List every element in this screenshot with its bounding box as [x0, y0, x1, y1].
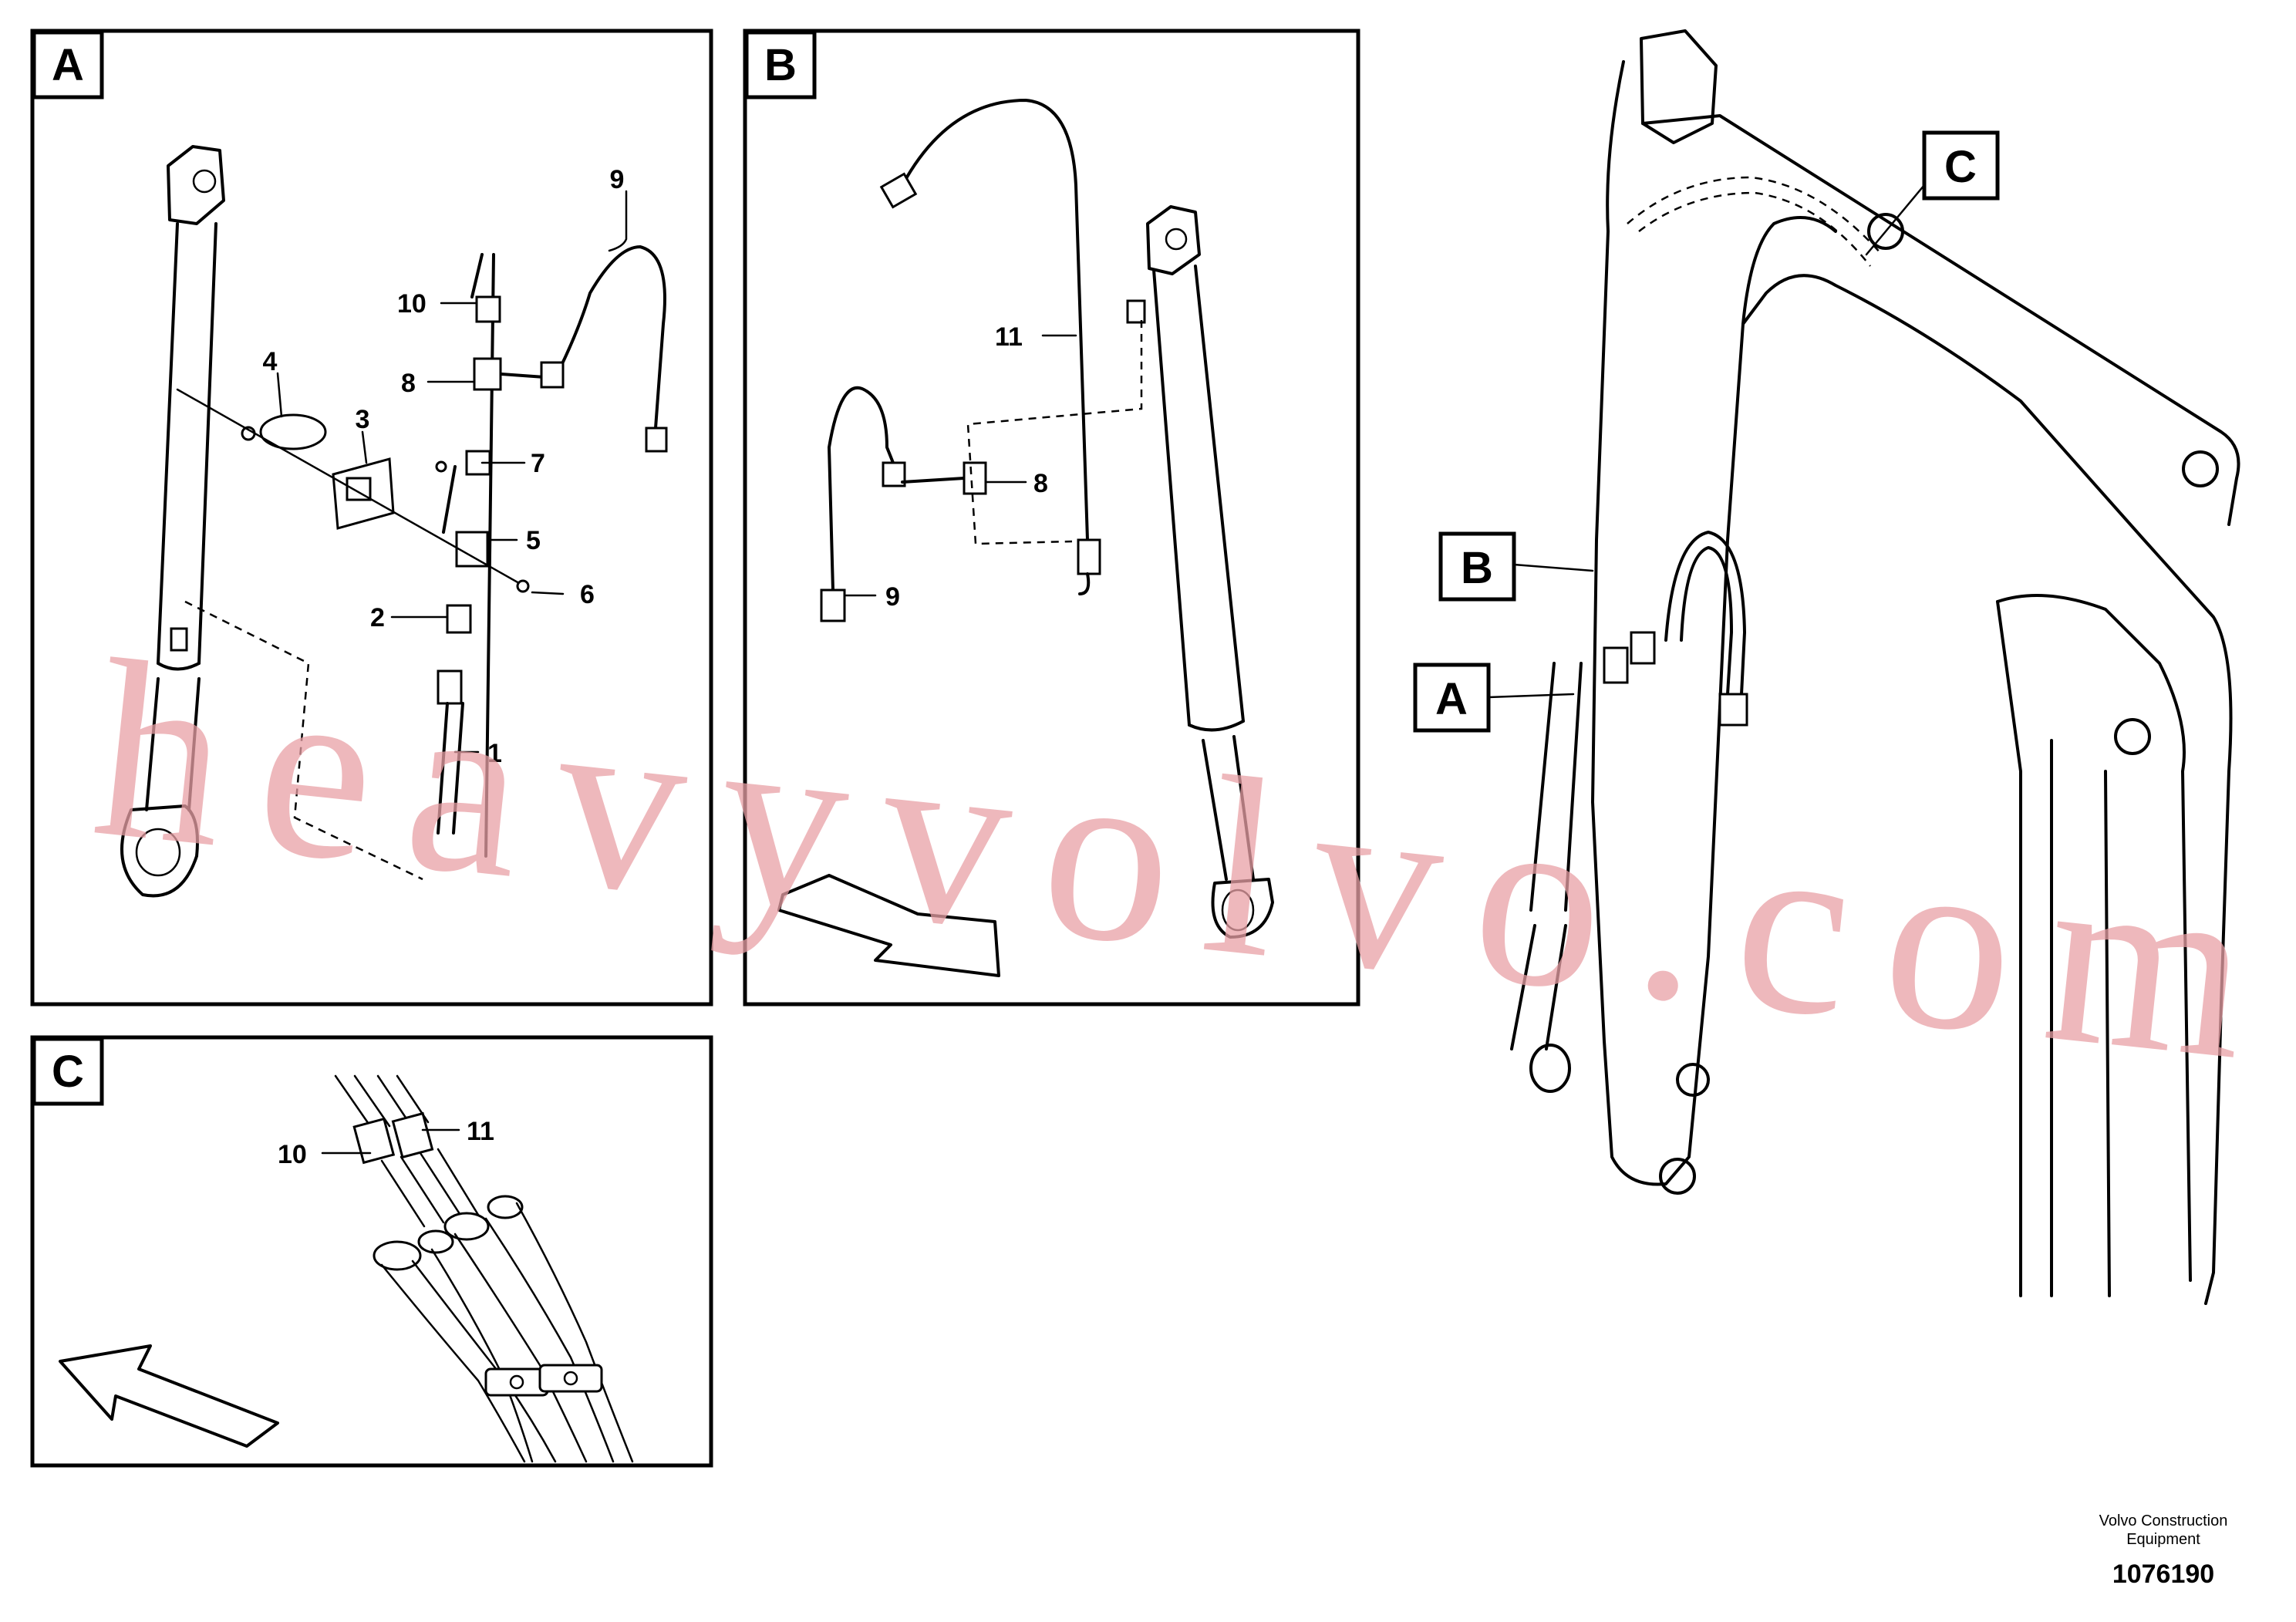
drawing-number: 1076190 [2112, 1560, 2214, 1589]
hydraulic-line-assembly [176, 245, 668, 858]
hose-fittings-c [334, 1074, 634, 1463]
panel-a-letter: A [52, 40, 84, 90]
hose-11 [879, 99, 1101, 595]
direction-arrow [777, 874, 1000, 977]
callout-8: 8 [401, 369, 416, 398]
callout-9: 9 [885, 582, 900, 612]
callout-6: 6 [580, 580, 595, 609]
callout-10: 10 [397, 289, 426, 319]
direction-arrow-c [59, 1344, 279, 1448]
callout-7: 7 [531, 449, 545, 478]
dashed-connection [184, 600, 423, 881]
callouts-a: 9 10 8 4 3 7 5 6 2 1 [263, 165, 628, 768]
callout-2: 2 [370, 603, 385, 632]
overview-label-b: B [1461, 543, 1493, 593]
overview-label-a: A [1435, 674, 1468, 724]
callout-1: 1 [487, 739, 502, 768]
overview-label-c: C [1944, 142, 1977, 192]
callout-11: 11 [467, 1117, 494, 1146]
callout-5: 5 [526, 526, 541, 555]
callouts-b: 11 8 9 [843, 322, 1077, 612]
company-name-line2: Equipment [2126, 1531, 2200, 1548]
panel-a: A [30, 29, 713, 1007]
company-name-line1: Volvo Construction [2099, 1512, 2228, 1529]
callout-11: 11 [995, 322, 1023, 352]
callouts-c: 10 11 [278, 1117, 494, 1169]
panel-b: B 11 8 [743, 29, 1360, 1007]
dashed-connection-b [966, 320, 1143, 545]
callout-4: 4 [263, 347, 278, 376]
hose-9-b [820, 386, 987, 622]
panel-c: C 10 11 [30, 1035, 713, 1468]
callout-10: 10 [278, 1140, 307, 1169]
callout-9: 9 [610, 165, 625, 194]
callout-8: 8 [1033, 469, 1048, 498]
callout-3: 3 [356, 405, 370, 434]
panel-c-letter: C [52, 1047, 84, 1097]
excavator-boom-overview [1510, 29, 2240, 1305]
title-block: Volvo Construction Equipment 1076190 [2099, 1512, 2228, 1589]
cylinder-drawing [120, 145, 225, 898]
panel-b-letter: B [764, 40, 797, 90]
cylinder-drawing-b [1126, 205, 1274, 939]
overview-labels: C B A [1413, 130, 2000, 733]
